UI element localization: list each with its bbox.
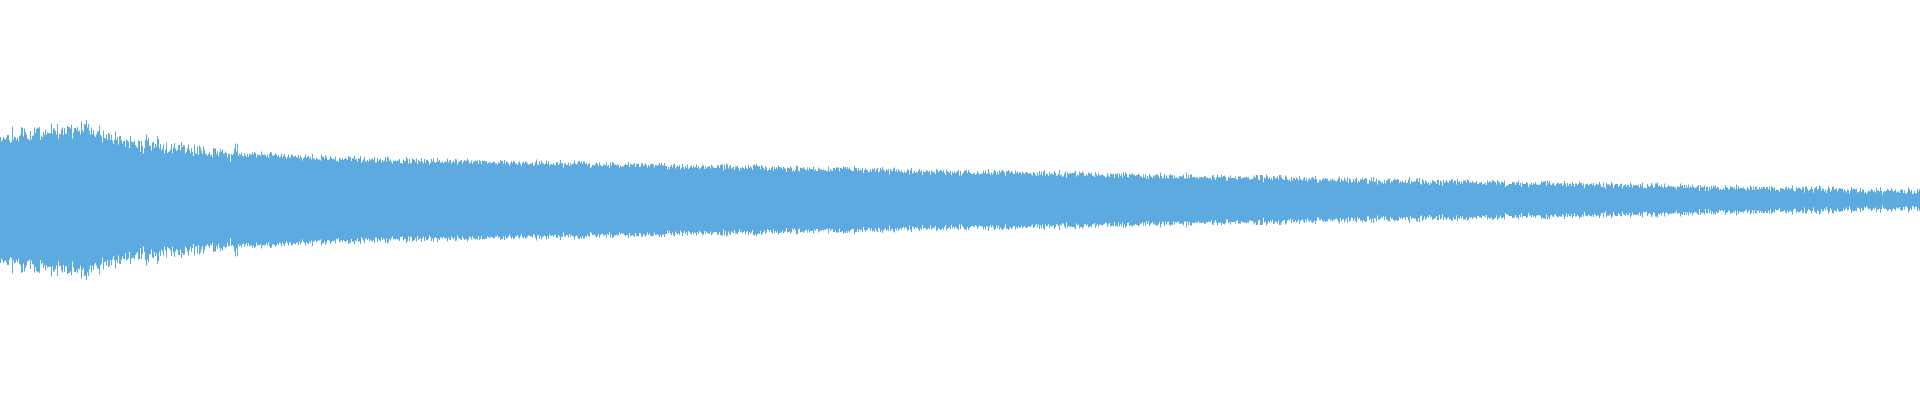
waveform-envelope xyxy=(0,120,1920,280)
